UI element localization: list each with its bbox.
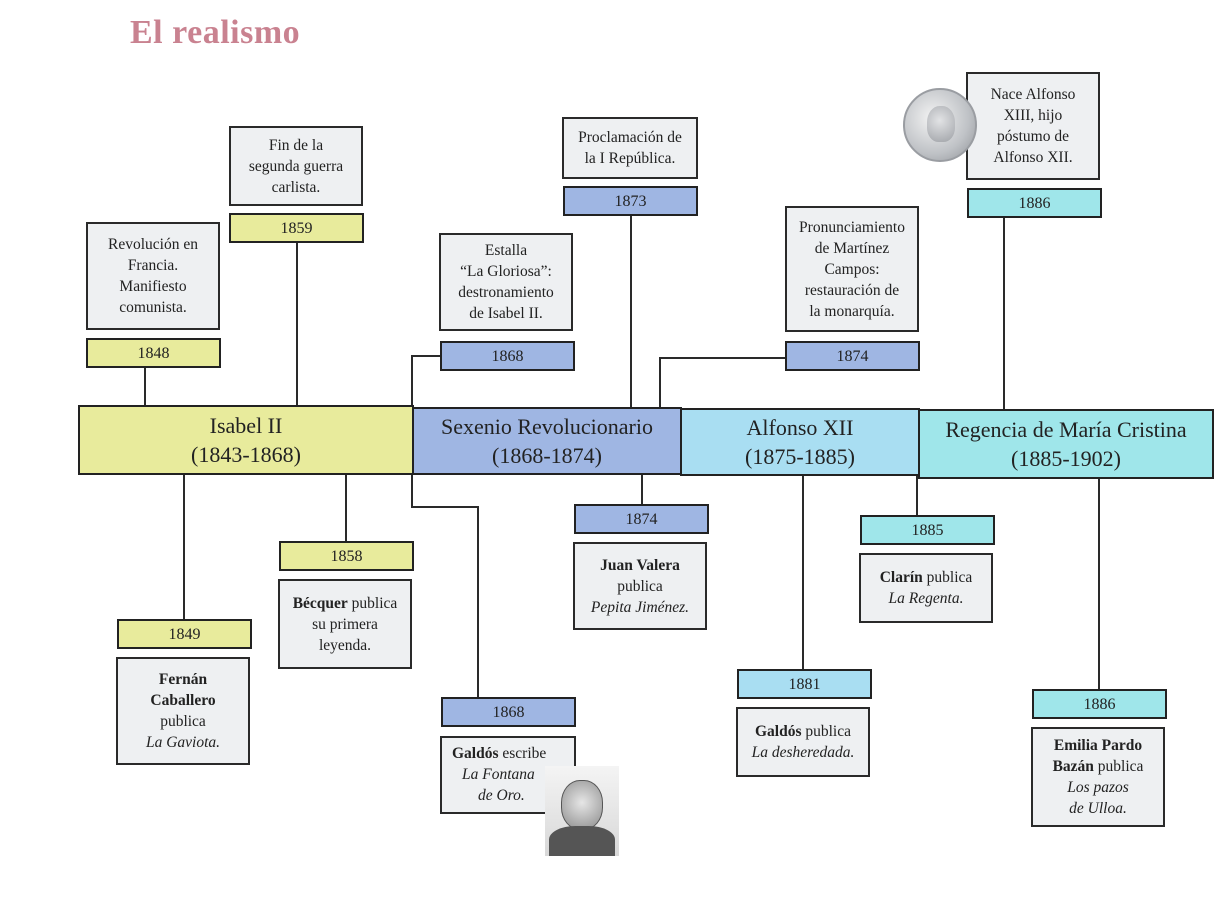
year-label-1848: 1848 bbox=[86, 338, 221, 368]
work-text: leyenda. bbox=[318, 636, 372, 654]
event-text: Proclamación de bbox=[578, 129, 682, 146]
author-name: Juan Valera bbox=[600, 556, 680, 574]
era-alfonso-xii: Alfonso XII (1875-1885) bbox=[680, 408, 920, 476]
author-name: Bazán bbox=[1052, 758, 1094, 775]
event-text: póstumo de bbox=[997, 128, 1069, 145]
work-title: de Oro. bbox=[478, 787, 525, 804]
era-name: Alfonso XII bbox=[746, 415, 854, 440]
year-label-1859: 1859 bbox=[229, 213, 364, 243]
era-name: Sexenio Revolucionario bbox=[440, 414, 653, 439]
author-name: Bécquer bbox=[292, 594, 348, 612]
author-name: Galdós bbox=[754, 723, 802, 740]
event-text: la monarquía. bbox=[809, 302, 895, 320]
event-text: Alfonso XII. bbox=[993, 149, 1073, 166]
era-isabel-ii: Isabel II (1843-1868) bbox=[78, 405, 414, 475]
event-text: Fin de la bbox=[268, 136, 324, 154]
year-label-1886-top: 1886 bbox=[967, 188, 1102, 218]
galdos-portrait-image bbox=[545, 766, 619, 856]
year-label-1874-bottom: 1874 bbox=[574, 504, 709, 534]
era-regencia-maria-cristina: Regencia de María Cristina (1885-1902) bbox=[918, 409, 1214, 479]
work-title: La Gaviota. bbox=[145, 734, 221, 751]
event-text: Manifiesto bbox=[119, 278, 187, 295]
era-years: (1875-1885) bbox=[745, 444, 855, 469]
era-years: (1885-1902) bbox=[1011, 446, 1121, 471]
year-label-1849: 1849 bbox=[117, 619, 252, 649]
work-verb: publica bbox=[1097, 758, 1144, 775]
work-verb: publica bbox=[805, 723, 851, 740]
era-name: Isabel II bbox=[209, 413, 283, 438]
year-label-1873: 1873 bbox=[563, 186, 698, 216]
event-text: XIII, hijo bbox=[1003, 107, 1063, 124]
work-line: Galdós escribe bbox=[452, 743, 546, 764]
work-box-1849: Fernán Caballero publica La Gaviota. bbox=[116, 657, 250, 765]
work-box-1886: Emilia Pardo Bazán publica Los pazos de … bbox=[1031, 727, 1165, 827]
event-box-1859: Fin de la segunda guerra carlista. bbox=[229, 126, 363, 206]
author-name: Caballero bbox=[150, 692, 216, 709]
event-box-1886-top: Nace Alfonso XIII, hijo póstumo de Alfon… bbox=[966, 72, 1100, 180]
work-verb: publica bbox=[160, 713, 206, 730]
work-title: La Fontana bbox=[462, 766, 535, 783]
work-text: su primera bbox=[312, 615, 378, 633]
event-text: Campos: bbox=[824, 260, 880, 278]
year-label-1881: 1881 bbox=[737, 669, 872, 699]
event-box-1874-top: Pronunciamiento de Martínez Campos: rest… bbox=[785, 206, 919, 332]
author-name: Emilia Pardo bbox=[1053, 737, 1143, 754]
event-text: restauración de bbox=[804, 281, 900, 299]
event-box-1873: Proclamación de la I República. bbox=[562, 117, 698, 179]
era-sexenio-revolucionario: Sexenio Revolucionario (1868-1874) bbox=[412, 407, 682, 475]
event-box-1848: Revolución en Francia. Manifiesto comuni… bbox=[86, 222, 220, 330]
work-box-1874: Juan Valera publica Pepita Jiménez. bbox=[573, 542, 707, 630]
event-text: segunda guerra bbox=[248, 157, 344, 175]
event-text: la I República. bbox=[584, 150, 676, 167]
work-line: Bécquer publica bbox=[293, 593, 398, 614]
work-title: La desheredada. bbox=[751, 744, 855, 761]
work-line: Clarín publica bbox=[880, 567, 973, 588]
era-name: Regencia de María Cristina bbox=[945, 417, 1187, 442]
event-text: comunista. bbox=[119, 299, 187, 316]
event-text: destronamiento bbox=[458, 284, 554, 301]
era-years: (1843-1868) bbox=[191, 442, 301, 467]
work-verb: escribe bbox=[502, 745, 547, 762]
work-verb: publica bbox=[926, 569, 973, 586]
event-text: de Isabel II. bbox=[469, 305, 543, 322]
event-box-1868-top: Estalla “La Gloriosa”: destronamiento de… bbox=[439, 233, 573, 331]
event-text: carlista. bbox=[271, 178, 321, 196]
year-label-1858: 1858 bbox=[279, 541, 414, 571]
year-label-1874-top: 1874 bbox=[785, 341, 920, 371]
work-verb: publica bbox=[351, 594, 398, 612]
year-label-1886-bottom: 1886 bbox=[1032, 689, 1167, 719]
page-title: El realismo bbox=[130, 14, 301, 51]
work-title: Pepita Jiménez. bbox=[590, 598, 690, 616]
event-text: Estalla bbox=[484, 242, 528, 259]
work-box-1885: Clarín publica La Regenta. bbox=[859, 553, 993, 623]
event-text: de Martínez bbox=[814, 239, 890, 257]
era-years: (1868-1874) bbox=[492, 443, 602, 468]
author-name: Fernán bbox=[158, 671, 208, 688]
event-text: Revolución en bbox=[108, 236, 198, 253]
author-name: Clarín bbox=[879, 569, 923, 586]
event-text: Nace Alfonso bbox=[990, 86, 1076, 103]
work-box-1881: Galdós publica La desheredada. bbox=[736, 707, 870, 777]
coin-image bbox=[903, 88, 977, 162]
year-label-1868-bottom: 1868 bbox=[441, 697, 576, 727]
work-title: La Regenta. bbox=[888, 590, 964, 607]
work-line: Bazán publica bbox=[1053, 756, 1144, 777]
year-label-1885: 1885 bbox=[860, 515, 995, 545]
work-box-1858: Bécquer publica su primera leyenda. bbox=[278, 579, 412, 669]
event-text: Francia. bbox=[127, 257, 179, 274]
event-text: “La Gloriosa”: bbox=[460, 263, 552, 280]
work-verb: publica bbox=[617, 577, 663, 595]
work-line: Galdós publica bbox=[755, 721, 851, 742]
work-title: de Ulloa. bbox=[1069, 800, 1127, 817]
work-title: Los pazos bbox=[1067, 779, 1129, 796]
author-name: Galdós bbox=[452, 745, 499, 762]
year-label-1868-top: 1868 bbox=[440, 341, 575, 371]
event-text: Pronunciamiento bbox=[799, 218, 905, 236]
